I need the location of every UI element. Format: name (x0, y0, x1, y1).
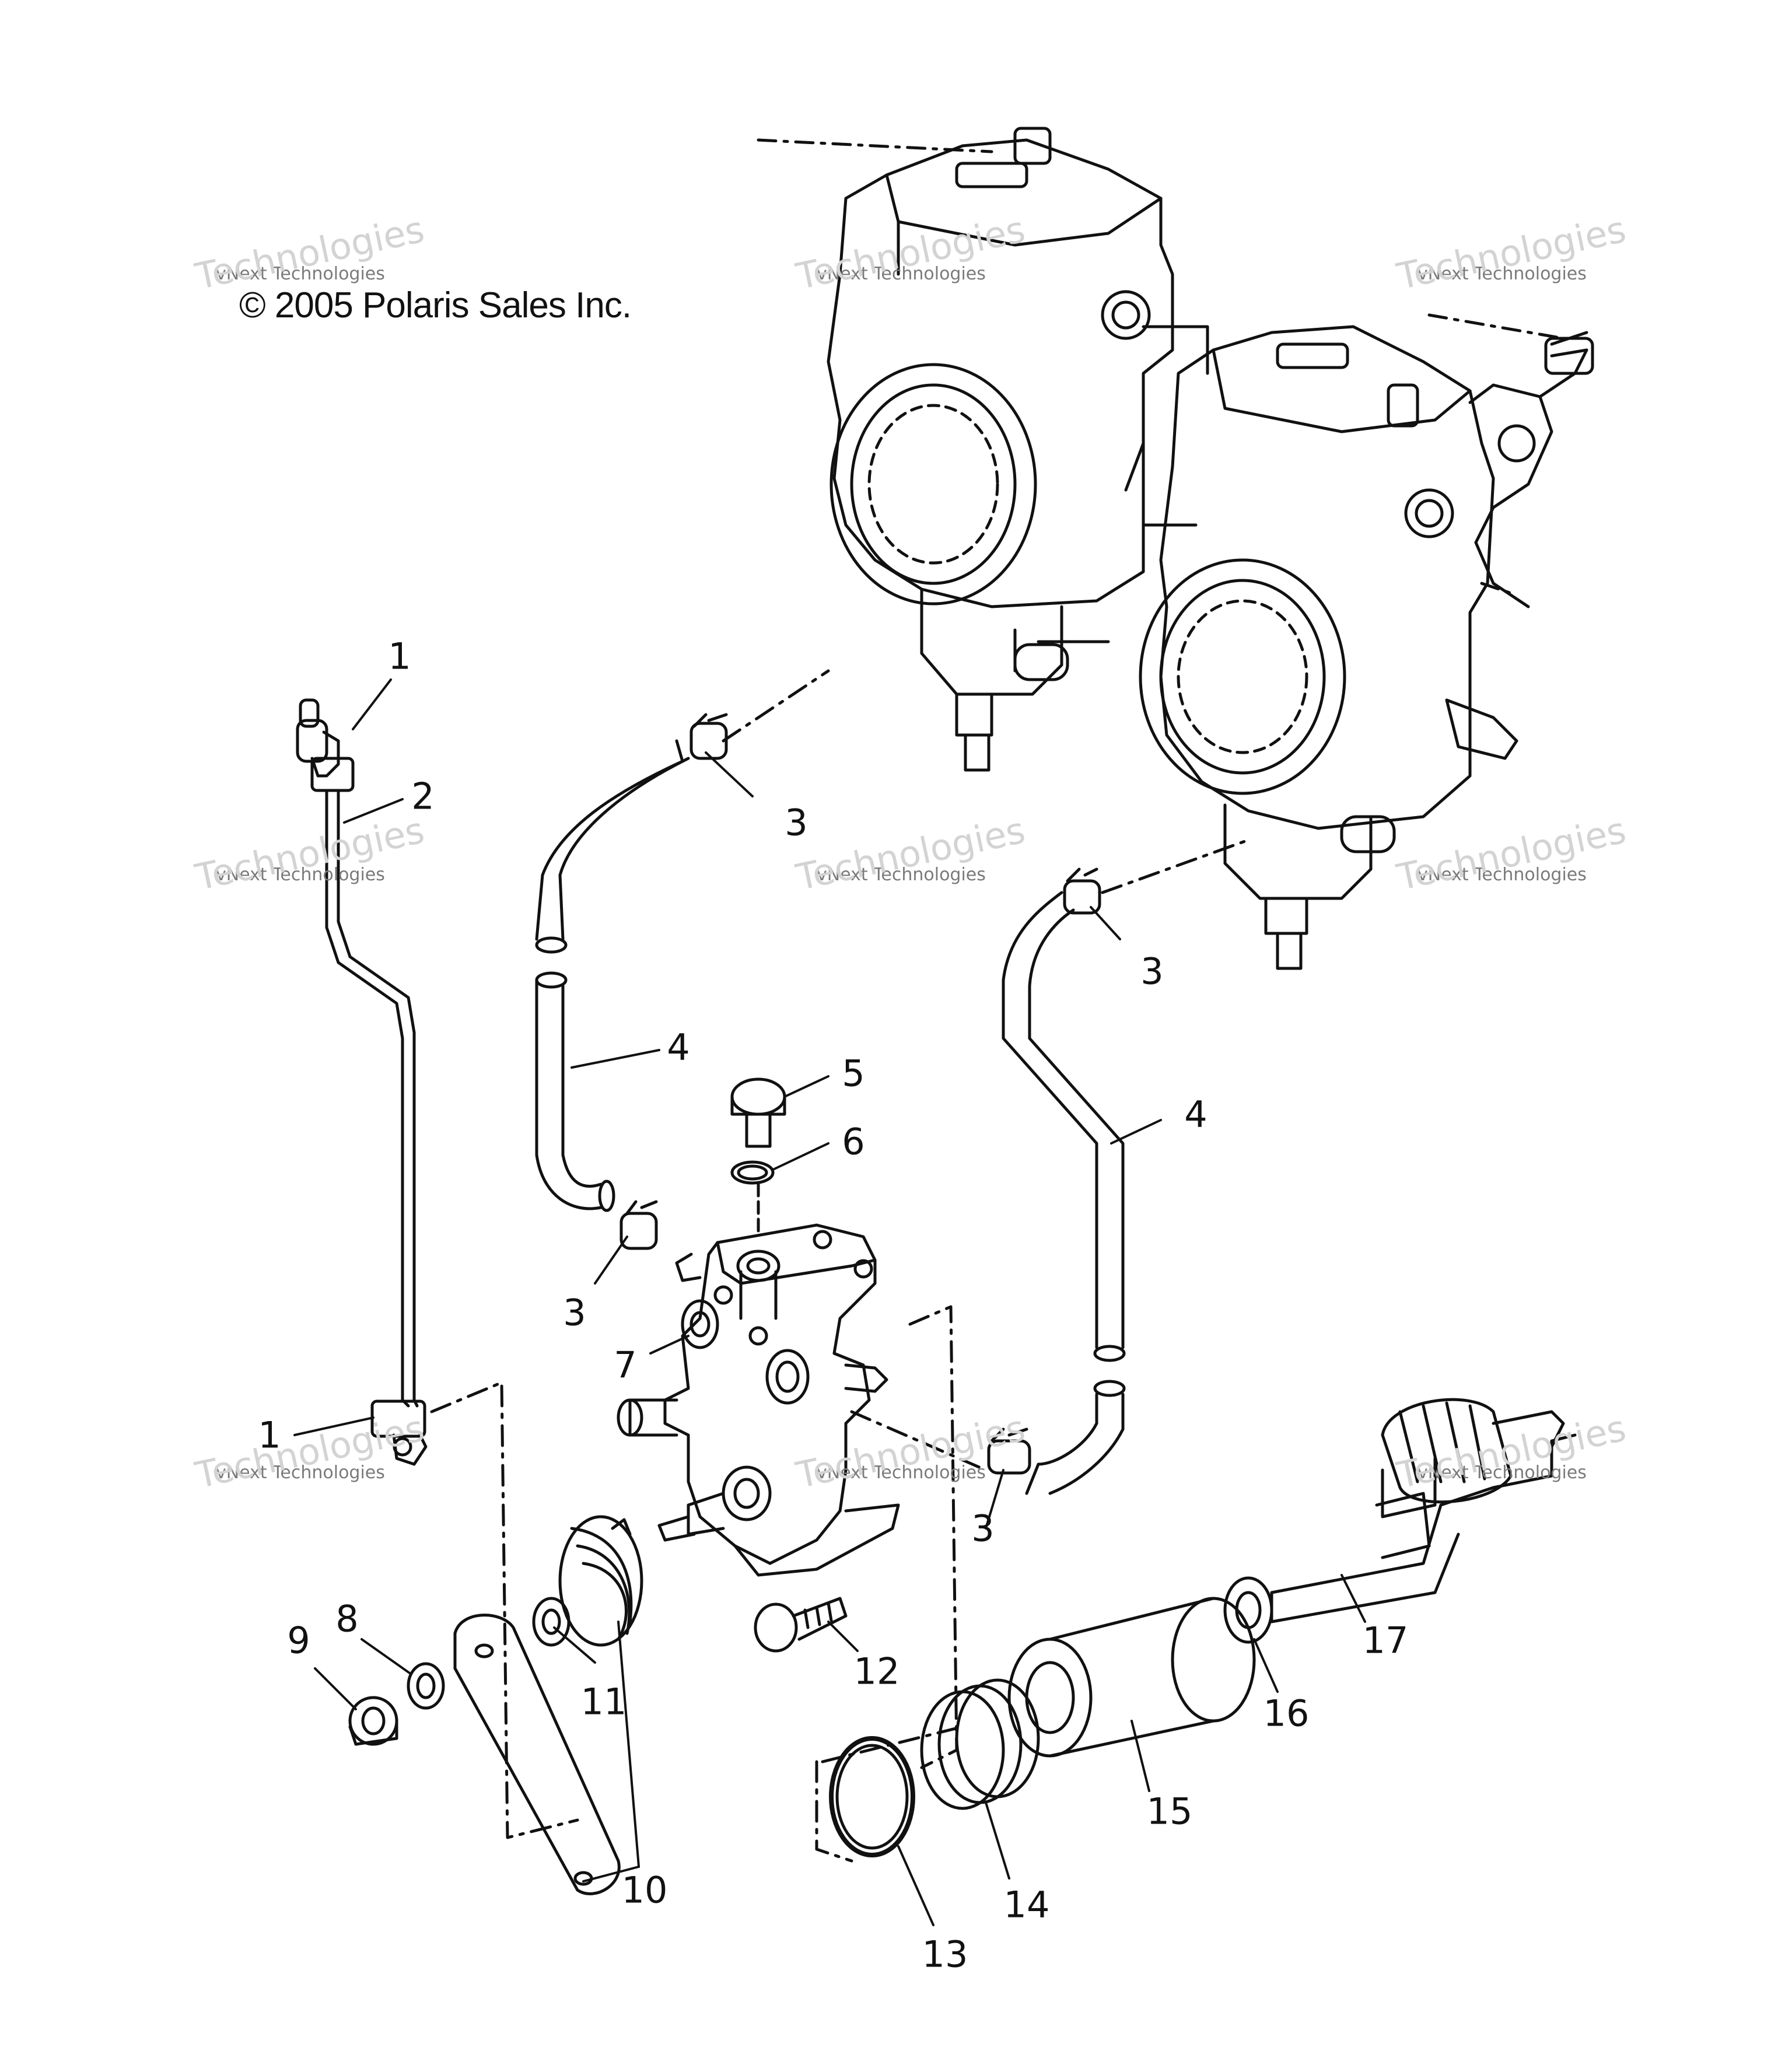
drive-sleeve (1007, 1597, 1256, 1758)
washer (532, 1597, 570, 1647)
leader-line (722, 669, 830, 743)
callout-12: 12 (853, 1650, 900, 1693)
callout-4-right: 4 (1184, 1093, 1208, 1136)
callout-4-left: 4 (667, 1026, 690, 1069)
callout-5: 5 (842, 1052, 865, 1095)
callout-8: 8 (335, 1597, 359, 1640)
callout-6: 6 (842, 1120, 865, 1163)
mounting-screw (754, 1597, 848, 1653)
lever-plate (453, 1614, 621, 1895)
callout-3-bottom: 3 (971, 1507, 995, 1550)
callout-10: 10 (621, 1868, 668, 1912)
banjo-bolt (730, 1077, 786, 1148)
callout-3-top: 3 (785, 801, 808, 844)
callout-3-right: 3 (1140, 950, 1164, 993)
callout-leaders (293, 678, 1366, 1926)
spring (558, 1515, 643, 1647)
callout-14: 14 (1003, 1883, 1050, 1926)
carburetor-assembly (757, 127, 1594, 970)
callout-16: 16 (1263, 1692, 1310, 1735)
leader-line (1101, 838, 1250, 894)
oil-pump-body (617, 1200, 900, 1577)
washer (730, 1160, 775, 1185)
callout-2: 2 (411, 775, 435, 818)
drive-gear-shaft (1270, 1398, 1577, 1623)
hose-left (535, 713, 728, 1212)
o-ring (829, 1736, 915, 1857)
callout-17: 17 (1362, 1619, 1409, 1662)
nut (348, 1696, 398, 1746)
oil-line-assembly (296, 698, 428, 1466)
callout-3-pump: 3 (563, 1291, 586, 1334)
copyright-notice: © 2005 Polaris Sales Inc. (239, 285, 632, 326)
thrust-washer (1223, 1576, 1273, 1644)
callout-9: 9 (287, 1619, 310, 1662)
callout-11: 11 (580, 1680, 627, 1723)
compression-spring (920, 1678, 1040, 1810)
callout-15: 15 (1146, 1790, 1193, 1833)
callout-1-bottom: 1 (258, 1413, 281, 1457)
lock-washer (407, 1662, 445, 1710)
callout-7: 7 (614, 1343, 637, 1387)
callout-13: 13 (922, 1933, 968, 1976)
hose-right (987, 867, 1126, 1495)
callout-1-top: 1 (388, 635, 411, 678)
